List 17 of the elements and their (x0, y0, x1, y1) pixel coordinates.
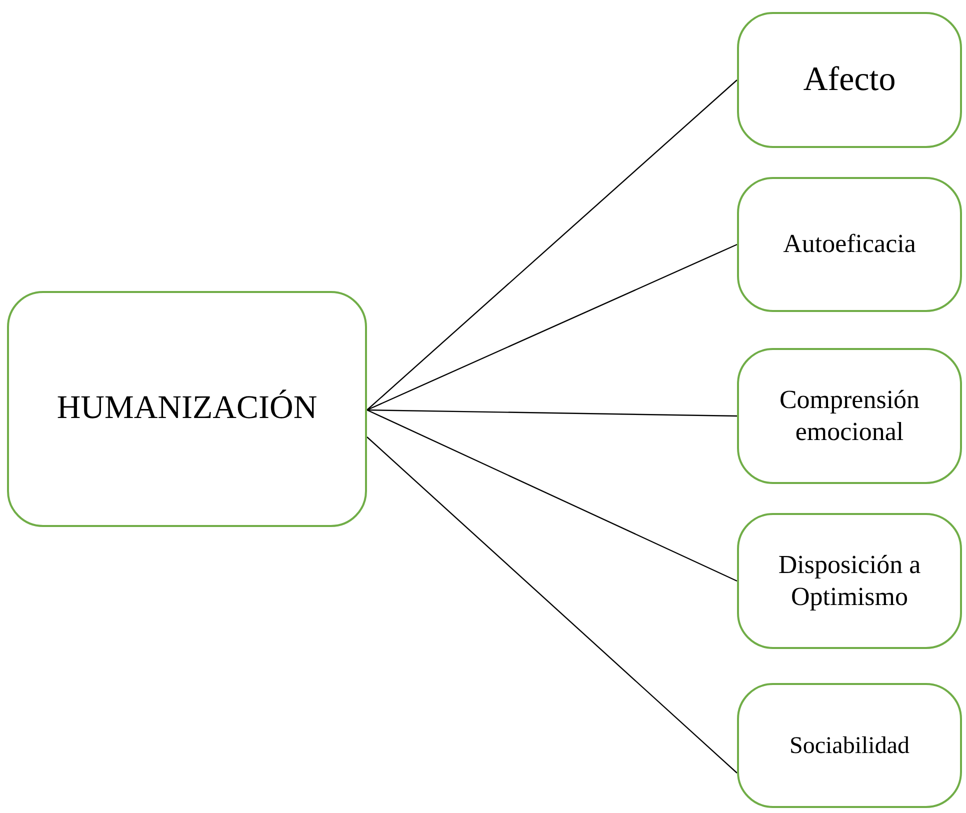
node-label: Autoeficacia (783, 228, 916, 260)
connector-line (366, 80, 738, 410)
rounded-box (737, 348, 962, 484)
rounded-box (737, 683, 962, 808)
rounded-box (737, 513, 962, 649)
rounded-box (737, 177, 962, 312)
connector-line (366, 409, 738, 582)
connector-line (366, 436, 738, 774)
node-label: Afecto (803, 60, 896, 100)
connector-line (366, 409, 738, 417)
node-label: Comprensión emocional (778, 384, 921, 448)
connector-line (366, 244, 738, 411)
node-label: Sociabilidad (790, 732, 910, 760)
rounded-box (737, 12, 962, 148)
rounded-box (7, 291, 367, 527)
node-label: Disposición a Optimismo (777, 548, 922, 613)
node-label: HUMANIZACIÓN (56, 388, 318, 428)
